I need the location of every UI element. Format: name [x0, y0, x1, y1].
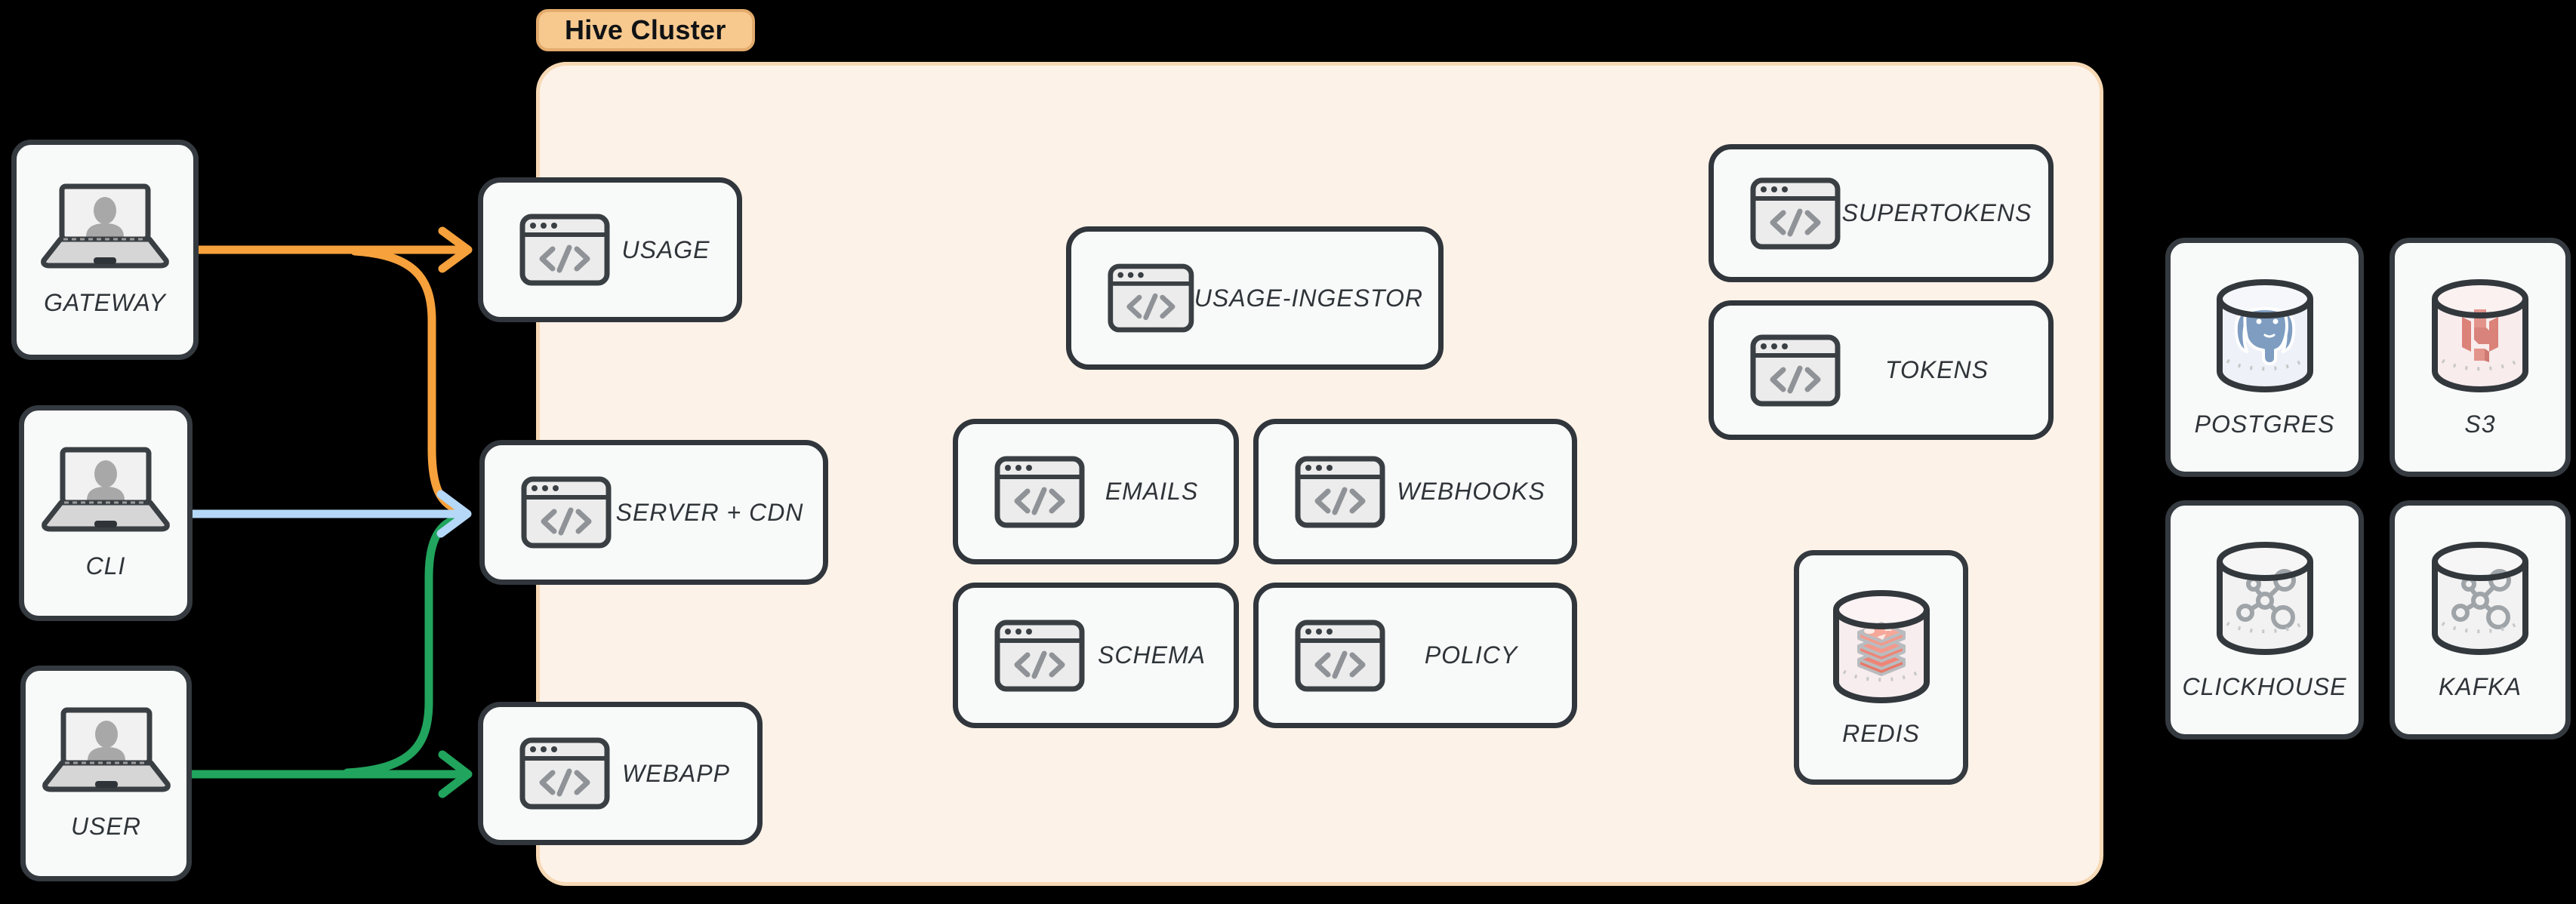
service-usage: USAGE [478, 177, 742, 322]
code-window-icon [1750, 334, 1841, 407]
arrow-gateway-usage [194, 226, 473, 273]
service-webhooks: WEBHOOKS [1253, 419, 1577, 564]
code-window-icon [521, 476, 612, 549]
datastore-s3: S3 [2390, 238, 2571, 477]
database-cylinder-redis-icon [1829, 587, 1934, 705]
datastore-kafka-label: KAFKA [2439, 673, 2522, 700]
code-window-icon [519, 737, 610, 810]
code-window-icon [994, 456, 1085, 528]
service-tokens-label: TOKENS [1885, 356, 1989, 383]
service-emails-label: EMAILS [1105, 478, 1199, 505]
service-policy: POLICY [1253, 583, 1577, 728]
service-redis-label: REDIS [1842, 720, 1920, 747]
datastore-clickhouse: CLICKHOUSE [2165, 500, 2364, 739]
service-usage-ingestor: USAGE-INGESTOR [1066, 226, 1444, 370]
code-window-icon [1750, 177, 1841, 250]
arrow-user-servercdn [343, 513, 465, 777]
laptop-user-icon [42, 706, 171, 793]
node-cli-label: CLI [85, 552, 126, 580]
hive-cluster-label: Hive Cluster [536, 9, 755, 51]
datastore-postgres-label: POSTGRES [2194, 410, 2335, 438]
service-schema-label: SCHEMA [1098, 641, 1206, 669]
node-gateway-label: GATEWAY [44, 289, 166, 316]
service-redis: REDIS [1794, 550, 1968, 785]
node-cli: CLI [19, 405, 193, 621]
code-window-icon [519, 214, 610, 286]
code-window-icon [1108, 262, 1194, 334]
node-user: USER [20, 666, 192, 881]
node-user-label: USER [71, 813, 141, 840]
service-server-cdn-label: SERVER + CDN [615, 498, 804, 526]
database-cylinder-network-icon [2427, 539, 2533, 656]
datastore-postgres: POSTGRES [2165, 238, 2364, 477]
service-server-cdn: SERVER + CDN [479, 440, 828, 585]
service-schema: SCHEMA [953, 583, 1239, 728]
service-webhooks-label: WEBHOOKS [1397, 478, 1545, 505]
database-cylinder-s3-icon [2427, 276, 2533, 394]
database-cylinder-network-icon [2212, 539, 2318, 656]
laptop-user-icon [41, 183, 169, 269]
node-gateway: GATEWAY [11, 140, 199, 360]
arrow-user-webapp [186, 750, 473, 798]
hive-cluster-label-text: Hive Cluster [565, 14, 726, 45]
code-window-icon [1295, 456, 1385, 528]
service-usage-label: USAGE [621, 235, 710, 263]
service-webapp: WEBAPP [478, 702, 763, 845]
database-cylinder-postgres-icon [2212, 276, 2318, 394]
arrow-gateway-servercdn [350, 247, 467, 515]
laptop-user-icon [42, 446, 170, 533]
arrow-cli-servercdn [186, 490, 472, 538]
service-webapp-label: WEBAPP [622, 759, 730, 787]
service-supertokens: SUPERTOKENS [1709, 144, 2054, 282]
service-emails: EMAILS [953, 419, 1239, 564]
service-usage-ingestor-label: USAGE-INGESTOR [1194, 284, 1423, 312]
service-tokens: TOKENS [1709, 300, 2054, 440]
code-window-icon [1295, 620, 1385, 692]
service-policy-label: POLICY [1424, 641, 1518, 669]
datastore-s3-label: S3 [2464, 410, 2496, 438]
datastore-kafka: KAFKA [2390, 500, 2571, 739]
service-supertokens-label: SUPERTOKENS [1841, 199, 2032, 226]
datastore-clickhouse-label: CLICKHOUSE [2182, 673, 2347, 700]
code-window-icon [994, 620, 1085, 692]
